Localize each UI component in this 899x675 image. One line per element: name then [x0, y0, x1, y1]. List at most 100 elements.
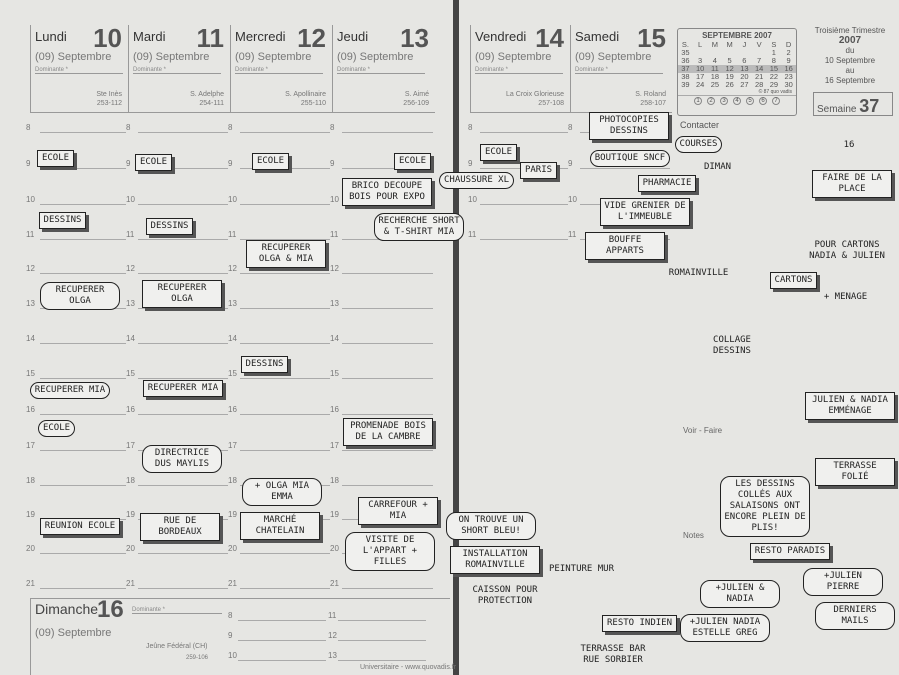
hour-line: [480, 132, 568, 133]
weekday-circle: 3: [720, 97, 728, 105]
hour-label: 13: [126, 299, 135, 308]
handwritten-note: Collage Dessins: [713, 335, 751, 356]
handwritten-note: + Menage: [823, 292, 868, 302]
hour-line: [342, 485, 433, 486]
sunday-hour-line: [338, 660, 426, 661]
hour-label: 8: [568, 123, 573, 132]
calendar-weekday-header: L: [698, 40, 703, 49]
hour-line: [40, 204, 126, 205]
hour-label: 20: [126, 544, 135, 553]
hour-line: [138, 273, 228, 274]
sunday-hour-line: [238, 660, 326, 661]
saint-name: S. Apollinaire: [285, 91, 326, 98]
handwritten-note: Derniers mails: [815, 602, 895, 630]
hour-line: [40, 273, 126, 274]
hour-line: [480, 204, 568, 205]
saint-name: S. Roland: [635, 91, 666, 98]
handwritten-note: Paris: [520, 162, 557, 179]
handwritten-note: Peinture mur: [548, 564, 615, 574]
hour-label: 9: [568, 159, 573, 168]
hour-line: [342, 378, 433, 379]
handwritten-note: Chaussure XL: [439, 172, 514, 189]
calendar-day: 38: [681, 72, 690, 81]
hour-line: [240, 273, 330, 274]
hour-line: [240, 588, 330, 589]
hour-line: [138, 204, 228, 205]
calendar-day: 8: [771, 56, 776, 65]
handwritten-note: Resto Indien: [602, 615, 677, 632]
hour-line: [40, 343, 126, 344]
hour-label: 18: [126, 476, 135, 485]
hour-line: [138, 414, 228, 415]
hour-line: [580, 168, 670, 169]
hour-label: 11: [228, 230, 237, 239]
day-code: 254-111: [199, 100, 224, 107]
trimester-au: au: [845, 66, 855, 75]
day-month: (09) Septembre: [133, 51, 210, 63]
notes-label: Notes: [683, 531, 704, 540]
day-code: 255-110: [300, 100, 326, 107]
weekday-circle: 6: [759, 97, 767, 105]
handwritten-note: Julien & Nadia emménage: [805, 392, 895, 420]
hour-line: [240, 343, 330, 344]
trimester-title: Troisième Trimestre: [814, 26, 886, 35]
hour-line: [480, 239, 568, 240]
calendar-day: 17: [695, 72, 705, 81]
hour-label: 10: [468, 195, 477, 204]
handwritten-note: +Julien Pierre: [803, 568, 883, 596]
calendar-day: 39: [681, 80, 690, 89]
calendar-day: 29: [769, 80, 779, 89]
weekday-circle: 5: [746, 97, 754, 105]
sunday-dominante: Dominante *: [132, 607, 222, 614]
calendar-copyright: © 87 quo vadis: [758, 89, 792, 95]
sunday-hour-label: 12: [328, 631, 337, 640]
handwritten-note: Cartons: [770, 272, 817, 289]
hour-label: 16: [126, 405, 135, 414]
handwritten-note: Recuperer Mia: [143, 380, 223, 397]
handwritten-note: Pour cartons Nadia & Julien: [809, 240, 885, 261]
handwritten-note: Brico Decoupe Bois pour expo: [342, 178, 432, 206]
hour-label: 13: [228, 299, 237, 308]
hour-line: [240, 450, 330, 451]
hour-line: [40, 378, 126, 379]
hour-label: 12: [228, 264, 237, 273]
hour-label: 9: [228, 159, 233, 168]
day-number: 10: [93, 23, 122, 53]
hour-label: 14: [228, 334, 237, 343]
handwritten-note: Marché Chatelain: [240, 512, 320, 540]
hour-line: [240, 308, 330, 309]
calendar-weekday-header: M: [726, 40, 733, 49]
hour-label: 13: [26, 299, 35, 308]
handwritten-note: Caisson pour protection: [472, 585, 538, 606]
handwritten-note: Les dessins collés aux salaisons ont enc…: [720, 476, 810, 537]
day-code: 258-107: [640, 100, 666, 107]
handwritten-note: Pharmacie: [638, 175, 696, 192]
hour-line: [40, 132, 126, 133]
hour-label: 16: [228, 405, 237, 414]
trimester-from: 10 Septembre: [824, 56, 876, 65]
saint-name: Ste Inès: [96, 91, 122, 98]
day-number: 15: [637, 23, 666, 53]
hour-label: 19: [330, 510, 339, 519]
hour-label: 21: [228, 579, 237, 588]
handwritten-note: Romainville: [668, 268, 729, 278]
handwritten-note: Ecole: [135, 154, 172, 171]
hour-line: [240, 204, 330, 205]
handwritten-note: Reunion Ecole: [40, 518, 120, 535]
handwritten-note: Resto Paradis: [750, 543, 830, 560]
handwritten-note: + Olga Mia Emma: [242, 478, 322, 506]
hour-label: 19: [26, 510, 35, 519]
hour-label: 11: [568, 230, 577, 239]
handwritten-note: Bouffe apparts: [585, 232, 665, 260]
hour-label: 10: [228, 195, 237, 204]
hour-line: [138, 378, 228, 379]
handwritten-note: Dessins: [146, 218, 193, 235]
weekday-circle: 2: [707, 97, 715, 105]
handwritten-note: Terrasse Folié: [815, 458, 895, 486]
calendar-day: 21: [754, 72, 764, 81]
